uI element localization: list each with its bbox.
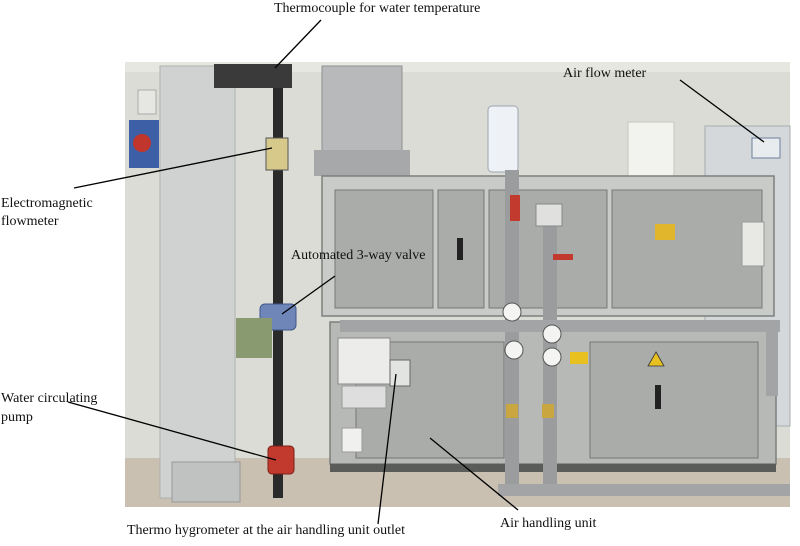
label-air-flow-meter: Air flow meter [563,66,647,81]
red-valve-2 [553,254,573,260]
label-pump-2: pump [1,410,33,425]
wall-box [137,89,157,115]
leader-thermo-hygrometer [377,373,397,525]
ahu-panel-lower-right [589,341,759,459]
pressure-gauge-2 [542,324,562,344]
junction-blocks [341,385,387,409]
label-electromagnetic-2: flowmeter [1,214,59,229]
leader-pump [67,401,277,461]
leader-lines [67,19,765,525]
red-valve-1 [510,195,520,221]
junction-box-white [535,203,563,227]
ahu-handle-1 [457,238,463,260]
circulating-pump-body [267,445,295,475]
warning-sign [647,351,665,367]
glass-column-base [171,461,241,503]
ahu-label-sticker [741,221,765,267]
warning-sticker [570,352,588,364]
wall-socket [341,427,363,453]
water-bottle [487,105,519,173]
brass-fitting-1 [506,404,518,418]
leader-electromagnetic-flowmeter [73,147,273,189]
ahu-panel-1 [334,189,434,309]
label-pump-1: Water circulating [1,391,98,406]
brass-fitting-2 [542,404,554,418]
green-cloth [236,318,272,358]
air-flow-meter-device [751,137,781,159]
grey-pipe-horizontal-1 [340,320,780,332]
pressure-gauge-3 [504,340,524,360]
thermo-hygrometer-device [389,359,411,387]
leader-thermocouple [274,19,322,69]
flowmeter-device [265,137,289,171]
pipe-manifold [214,64,292,88]
ceiling-band [125,62,790,72]
photo [125,62,791,507]
black-water-pipe [273,68,283,498]
label-thermocouple: Thermocouple for water temperature [274,1,481,16]
label-air-handling-unit: Air handling unit [500,516,597,531]
glass-column [159,65,236,499]
paper-roll [627,121,675,179]
grey-pipe-riser-right [766,330,778,396]
pressure-gauge-1 [502,302,522,322]
yellow-valve [655,224,675,240]
duct-collar [314,150,410,176]
leader-valve [281,275,336,315]
ahu-handle-2 [655,385,661,409]
ahu-panel-4 [611,189,763,309]
label-electromagnetic-1: Electromagnetic [1,196,93,211]
label-thermo-hygrometer: Thermo hygrometer at the air handling un… [127,523,405,538]
leader-air-handling-unit [429,437,519,511]
panel-socket [133,134,151,152]
grey-pipe-horizontal-2 [498,484,790,496]
leader-air-flow-meter [679,79,765,143]
control-box [337,337,391,385]
pressure-gauge-4 [542,347,562,367]
label-valve: Automated 3-way valve [291,248,426,263]
